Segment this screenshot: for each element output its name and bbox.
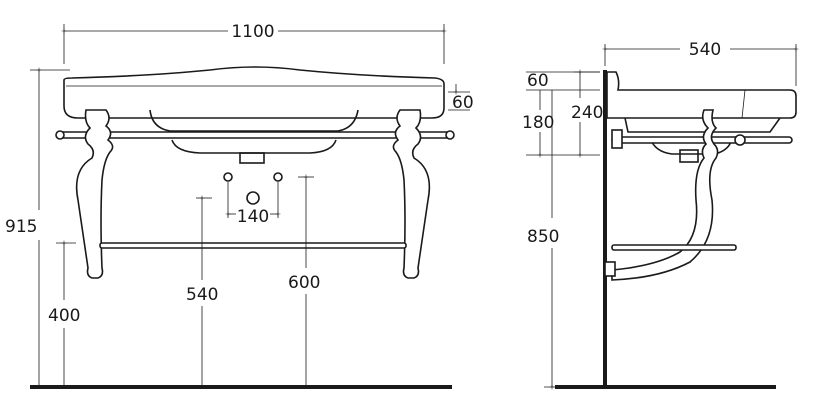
waste-outlet-side: [679, 149, 699, 163]
dim-basin-height: 240: [571, 103, 603, 123]
dim-total-height: 915: [5, 217, 37, 237]
side-view: 540 60 180 240 850: [522, 40, 799, 390]
dim-rim-height: 850: [527, 227, 559, 247]
dim-depth: 540: [689, 40, 721, 60]
wall-foot-bracket: [604, 261, 616, 277]
wall-bracket: [611, 129, 623, 149]
waste-hole: [246, 191, 260, 205]
dim-supply-spacing: 140: [237, 207, 269, 227]
dim-basin-depth: 60: [452, 93, 474, 113]
dim-bowl: 180: [522, 113, 554, 133]
bowl-side: [624, 117, 781, 133]
support-rail-front: [57, 131, 453, 139]
rail-knob-side: [734, 134, 746, 146]
leg-side: [611, 109, 719, 281]
dim-width: 1100: [231, 22, 274, 42]
left-leg: [75, 109, 114, 279]
basin-bowl-front: [149, 109, 359, 132]
rail-knob-right: [445, 130, 455, 140]
dim-rim: 60: [527, 71, 549, 91]
rail-knob-left: [55, 130, 65, 140]
dim-supply-height: 600: [288, 273, 320, 293]
basin-side: [606, 71, 797, 119]
basin-underside: [171, 139, 337, 154]
waste-outlet: [239, 152, 265, 164]
bowl-underside-side: [649, 137, 733, 155]
towel-bar-side: [611, 244, 737, 251]
right-leg: [392, 109, 431, 279]
supply-hole-right: [273, 172, 283, 182]
basin-front: [63, 66, 445, 119]
front-view: 1100 60 915 400 540 600 140: [5, 22, 474, 389]
supply-hole-left: [223, 172, 233, 182]
support-rail-side: [611, 136, 793, 144]
dim-towel-bar-height: 400: [48, 306, 80, 326]
towel-bar-front: [99, 242, 407, 249]
basin-side-line: [741, 89, 746, 119]
dim-waste-height: 540: [186, 285, 218, 305]
